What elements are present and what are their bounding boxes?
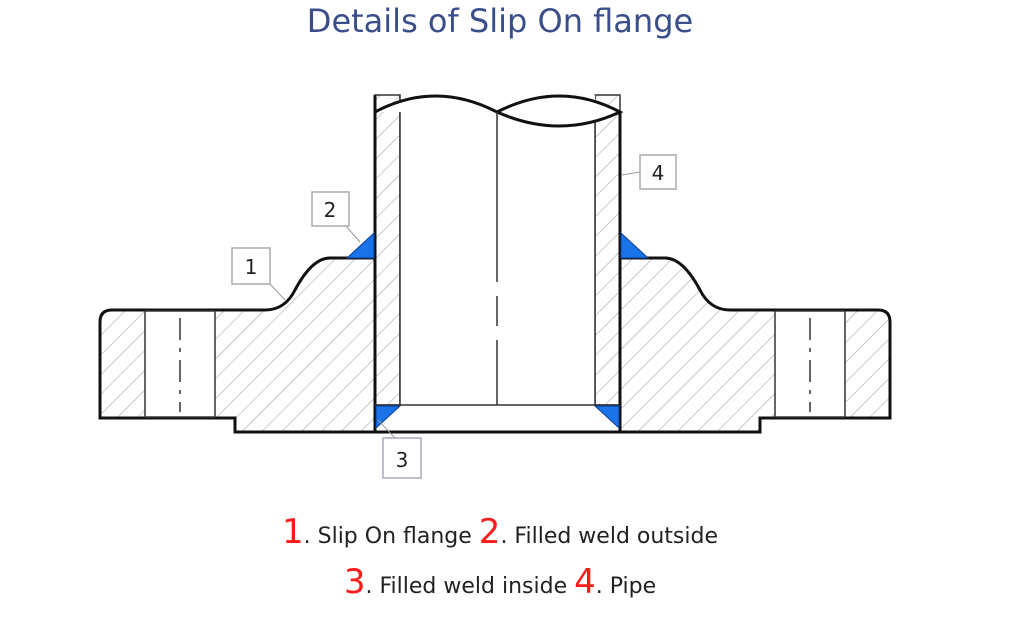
pipe-wall-left — [374, 94, 401, 406]
legend-label: . Pipe — [595, 574, 657, 599]
callout-4: 4 — [621, 154, 677, 190]
callout-3: 3 — [377, 419, 422, 479]
legend-number: 4 — [574, 562, 596, 602]
weld-inside-right — [593, 405, 620, 430]
callout-label: 3 — [396, 448, 409, 472]
legend-label: . Filled weld inside — [365, 574, 575, 599]
legend-label: . Slip On flange — [303, 524, 479, 549]
callout-label: 2 — [324, 198, 337, 222]
weld-outside-right — [620, 231, 650, 259]
weld-outside-left — [345, 231, 375, 259]
flange-right-section — [618, 256, 892, 434]
legend-label: . Filled weld outside — [500, 524, 719, 549]
diagram-title: Details of Slip On flange — [306, 2, 694, 40]
legend-number: 3 — [343, 562, 366, 602]
legend-line-1: 1. Slip On flange 2. Filled weld outside — [0, 512, 1000, 552]
callout-label: 1 — [245, 255, 258, 279]
legend-number: 2 — [478, 512, 501, 552]
callout-label: 4 — [652, 161, 665, 185]
legend-number: 1 — [281, 512, 304, 552]
weld-inside-left — [375, 405, 402, 430]
legend-line-2: 3. Filled weld inside 4. Pipe — [0, 562, 1000, 602]
callout-1: 1 — [231, 247, 286, 301]
callout-2: 2 — [311, 191, 361, 243]
pipe-wall-right — [594, 94, 621, 406]
pipe-break-line — [374, 94, 624, 128]
